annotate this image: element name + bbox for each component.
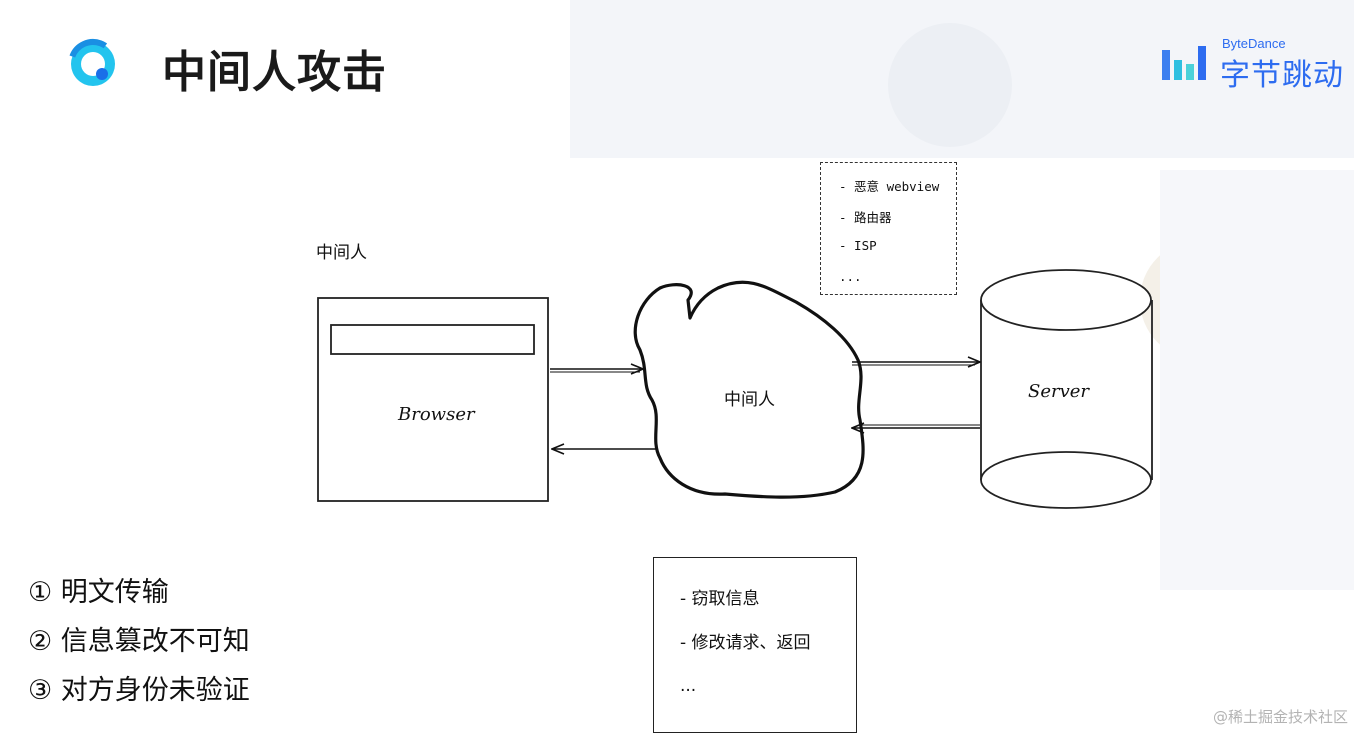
mitm-label: 中间人: [316, 243, 367, 263]
server-cylinder: [980, 269, 1153, 509]
risk-list: ① 明文传输 ② 信息篡改不可知 ③ 对方身份未验证: [28, 568, 250, 715]
mitm-type-item: ...: [839, 269, 862, 284]
mitm-action-item: ...: [680, 676, 697, 696]
mitm-types-box: - 恶意 webview - 路由器 - ISP ...: [820, 162, 957, 295]
mitm-action-item: - 窃取信息: [680, 589, 760, 609]
server-label: Server: [1028, 381, 1090, 402]
mitm-action-item: - 修改请求、返回: [680, 633, 811, 653]
q-logo-icon: [68, 38, 118, 89]
bytedance-bars-icon: [1162, 46, 1206, 80]
juejin-watermark: @稀土掘金技术社区: [1212, 708, 1348, 726]
page-title: 中间人攻击: [162, 47, 387, 98]
mitm-actions-box: - 窃取信息 - 修改请求、返回 ...: [653, 557, 857, 733]
brand-logo: ByteDance 字节跳动: [1160, 36, 1350, 93]
risk-item: ③ 对方身份未验证: [28, 675, 250, 706]
mitm-type-item: - ISP: [839, 238, 877, 253]
cloud-label: 中间人: [724, 390, 775, 410]
mitm-type-item: - 恶意 webview: [839, 179, 940, 194]
mitm-type-item: - 路由器: [839, 210, 892, 225]
brand-name-cn: 字节跳动: [1220, 58, 1344, 93]
mitm-cloud: [633, 280, 865, 499]
risk-item: ② 信息篡改不可知: [28, 626, 250, 657]
browser-window: [317, 297, 549, 502]
browser-label: Browser: [398, 404, 475, 425]
brand-name-en: ByteDance: [1222, 36, 1286, 51]
risk-item: ① 明文传输: [28, 577, 169, 608]
browser-address-bar: [330, 324, 535, 355]
